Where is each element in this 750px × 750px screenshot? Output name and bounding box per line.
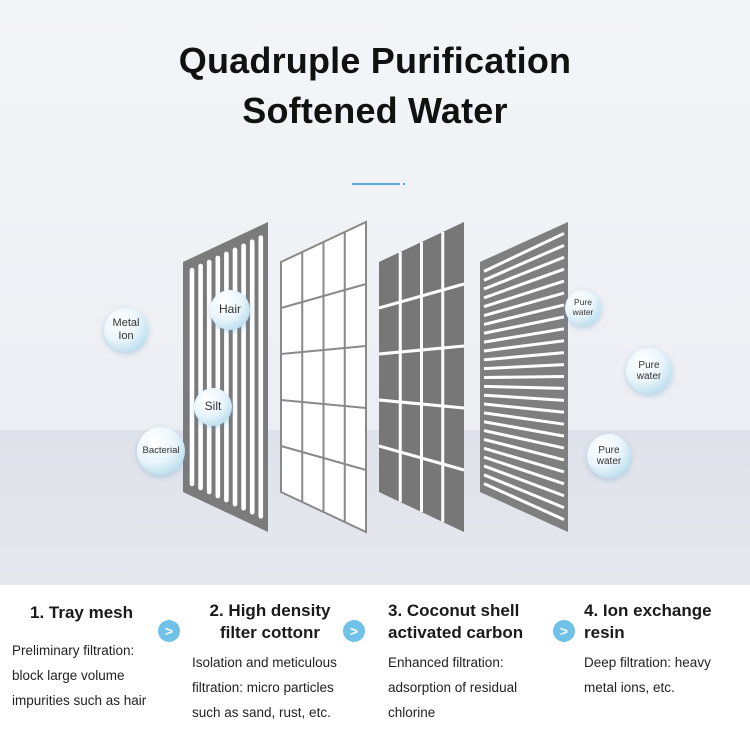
resin-line [483, 464, 565, 498]
grid-line [280, 345, 367, 355]
page-title-line-2: Softened Water [242, 90, 508, 131]
page-title-line-1: Quadruple Purification [178, 40, 572, 81]
resin-line [483, 243, 565, 282]
resin-line [483, 303, 565, 326]
resin-line [483, 327, 565, 344]
step-activated-carbon: 3. Coconut shell activated carbon Enhanc… [388, 600, 548, 725]
bubble-silt: Silt [194, 388, 232, 426]
resin-line [483, 232, 565, 273]
resin-line [483, 351, 565, 362]
tray-mesh-layer [183, 222, 268, 532]
filter-cotton-layer [280, 220, 367, 534]
step-arrow-1: > [158, 620, 180, 642]
resin-line [483, 393, 565, 402]
resin-line [483, 455, 565, 486]
resin-line [483, 267, 565, 300]
bubble-bacterial: Bacterial [137, 427, 185, 475]
step-description: Deep filtration: heavy metal ions, etc. [584, 655, 711, 695]
grid-line [378, 444, 465, 472]
tray-slot [206, 259, 212, 495]
resin-line [483, 279, 565, 309]
ion-exchange-layer [480, 222, 568, 532]
step-title: 3. Coconut shell activated carbon [388, 601, 524, 642]
grid-line [378, 344, 465, 356]
step-arrow-3: > [553, 620, 575, 642]
resin-line [483, 429, 565, 450]
resin-line [483, 437, 565, 462]
step-title: 4. Ion exchange resin [584, 601, 712, 642]
tray-slot [249, 239, 255, 515]
tray-slot [232, 247, 238, 507]
resin-line [483, 255, 565, 291]
step-ion-exchange: 4. Ion exchange resin Deep filtration: h… [584, 600, 744, 700]
step-arrow-2: > [343, 620, 365, 642]
step-title: 2. High density filter cottonr [209, 601, 331, 642]
resin-line [483, 291, 565, 318]
tray-slot [189, 267, 195, 487]
bubble-hair: Hair [210, 290, 250, 330]
resin-line [483, 402, 565, 414]
resin-line [483, 473, 565, 510]
title-divider-dot [403, 183, 405, 185]
resin-line [483, 363, 565, 371]
resin-line [483, 339, 565, 353]
step-description: Preliminary filtration: block large volu… [12, 643, 147, 708]
step-tray-mesh: 1. Tray mesh Preliminary filtration: blo… [12, 600, 185, 713]
tray-slot [241, 243, 246, 511]
grid-line [378, 398, 465, 410]
background-caption-area [0, 585, 750, 750]
resin-line [483, 375, 565, 379]
activated-carbon-layer [378, 222, 465, 532]
resin-line [483, 315, 565, 335]
tray-slot [198, 263, 203, 491]
tray-slot [258, 235, 264, 519]
background-top [0, 0, 750, 430]
grid-line [280, 399, 367, 409]
grid-line [280, 445, 367, 471]
step-filter-cotton: 2. High density filter cottonr Isolation… [192, 600, 352, 725]
step-title: 1. Tray mesh [30, 603, 134, 622]
title-divider [352, 183, 400, 185]
grid-line [280, 283, 367, 309]
step-description: Enhanced filtration: adsorption of resid… [388, 655, 518, 720]
resin-line [483, 482, 565, 521]
resin-line [483, 446, 565, 474]
resin-line [483, 384, 565, 390]
step-description: Isolation and meticulous filtration: mic… [192, 655, 337, 720]
grid-line [378, 282, 465, 310]
resin-line [483, 411, 565, 426]
resin-line [483, 420, 565, 438]
